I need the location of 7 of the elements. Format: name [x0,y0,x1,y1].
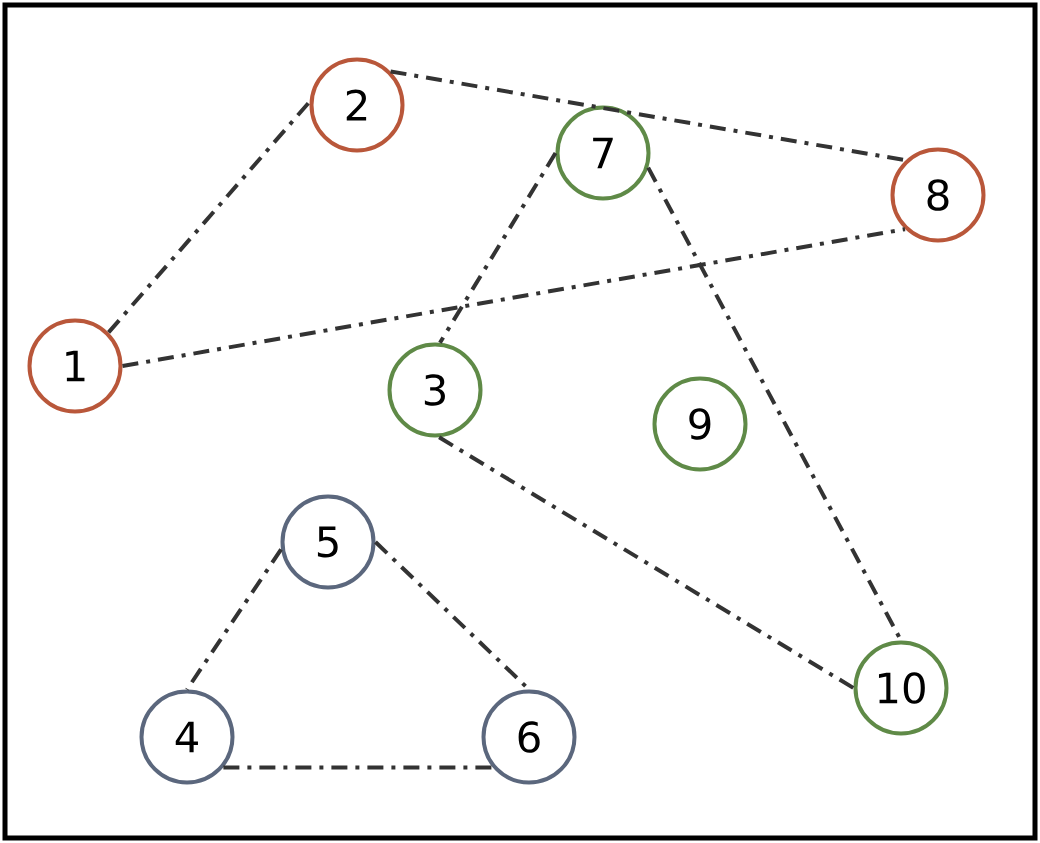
dash-dot-line [107,100,312,334]
dash-dot-line [223,765,493,770]
dash-dot-line [185,548,283,691]
dash-dot-line [438,151,558,344]
dash-dot-line [390,69,906,163]
dash-dot-line [122,227,906,368]
dash-dot-line [438,435,855,690]
